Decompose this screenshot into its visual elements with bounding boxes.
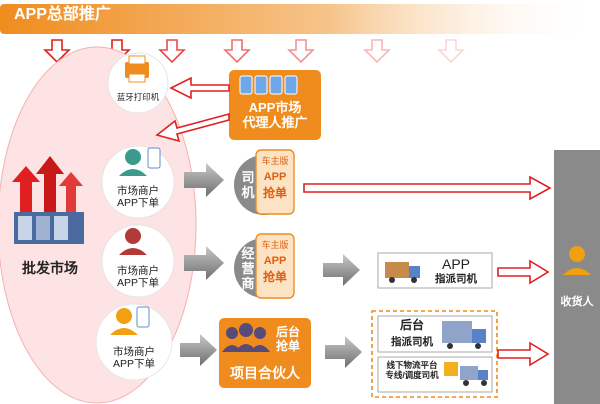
gray-arrow-5 [325,336,362,368]
driver-phone [255,149,295,215]
merchant-person-icon-2 [119,228,147,255]
driver-app-top: 车主版 [261,156,289,166]
gray-arrow-2 [184,246,224,280]
printer-circle [107,52,169,114]
merchant-person-icon-3 [110,306,150,335]
red-arrow-backend-to-receiver [497,341,550,367]
forklift-truck-icon [444,362,488,386]
app-dispatch-app: APP [441,256,470,272]
backend-dispatch-top: 后台 [399,318,424,332]
down-arrow-icon [287,39,315,64]
down-arrow-icon [363,39,391,64]
header-bar [0,4,600,34]
operator-app-top: 车主版 [261,240,289,250]
merchant-label-2: 市场商户 APP下单 [116,265,159,290]
merchant-circle-2 [101,224,175,298]
red-arrow-app-to-receiver [497,259,550,285]
driver-app-mid: APP [263,171,287,183]
printer-label: 蓝牙打印机 [116,92,160,102]
market-label: 批发市场 [22,260,78,276]
gray-arrow-3 [180,334,217,366]
merchant-circle-3 [95,303,173,381]
merchant-person-icon-1 [119,147,161,176]
red-arrow-to-market [155,112,230,143]
gray-arrow-1 [184,163,224,197]
operator-app-bottom: 抢单 [262,270,287,284]
gray-arrow-4 [323,254,360,286]
receiver-person-icon [563,246,591,275]
receiver-column [554,150,600,404]
operator-app-mid: APP [263,255,287,267]
red-arrow-driver-to-receiver [303,175,552,201]
truck-icon [385,262,420,283]
app-dispatch-sub: 指派司机 [435,273,477,285]
operator-vertical-label: 经营商 [241,246,255,291]
down-arrow-icon [437,39,465,64]
backend-dispatch-box [377,315,493,353]
driver-vertical-label: 司机 [241,170,255,200]
offline-logistics-label: 线下物流平台 专线/调度司机 [385,360,439,380]
down-arrow-icon [158,39,186,64]
header-title: APP总部推广 [14,6,111,23]
partner-people-icon [222,323,270,352]
phones-icon [239,75,298,95]
market-goods-icon [12,156,84,244]
container-truck-icon [442,321,486,349]
printer-icon [125,55,149,83]
down-arrow-icon [43,39,71,64]
red-arrow-to-printer [169,76,230,100]
merchant-label-3: 市场商户 APP下单 [112,346,155,371]
partner-grab-label: 后台 抢单 [275,325,300,353]
backend-dispatch-sub: 指派司机 [391,336,433,348]
partner-label: 项目合伙人 [230,365,300,381]
receiver-label: 收货人 [560,296,594,308]
down-arrow-icon [223,39,251,64]
driver-app-bottom: 抢单 [262,186,287,200]
agent-label: APP市场 代理人推广 [242,100,308,130]
merchant-label-1: 市场商户 APP下单 [116,185,159,210]
operator-phone [255,233,295,299]
